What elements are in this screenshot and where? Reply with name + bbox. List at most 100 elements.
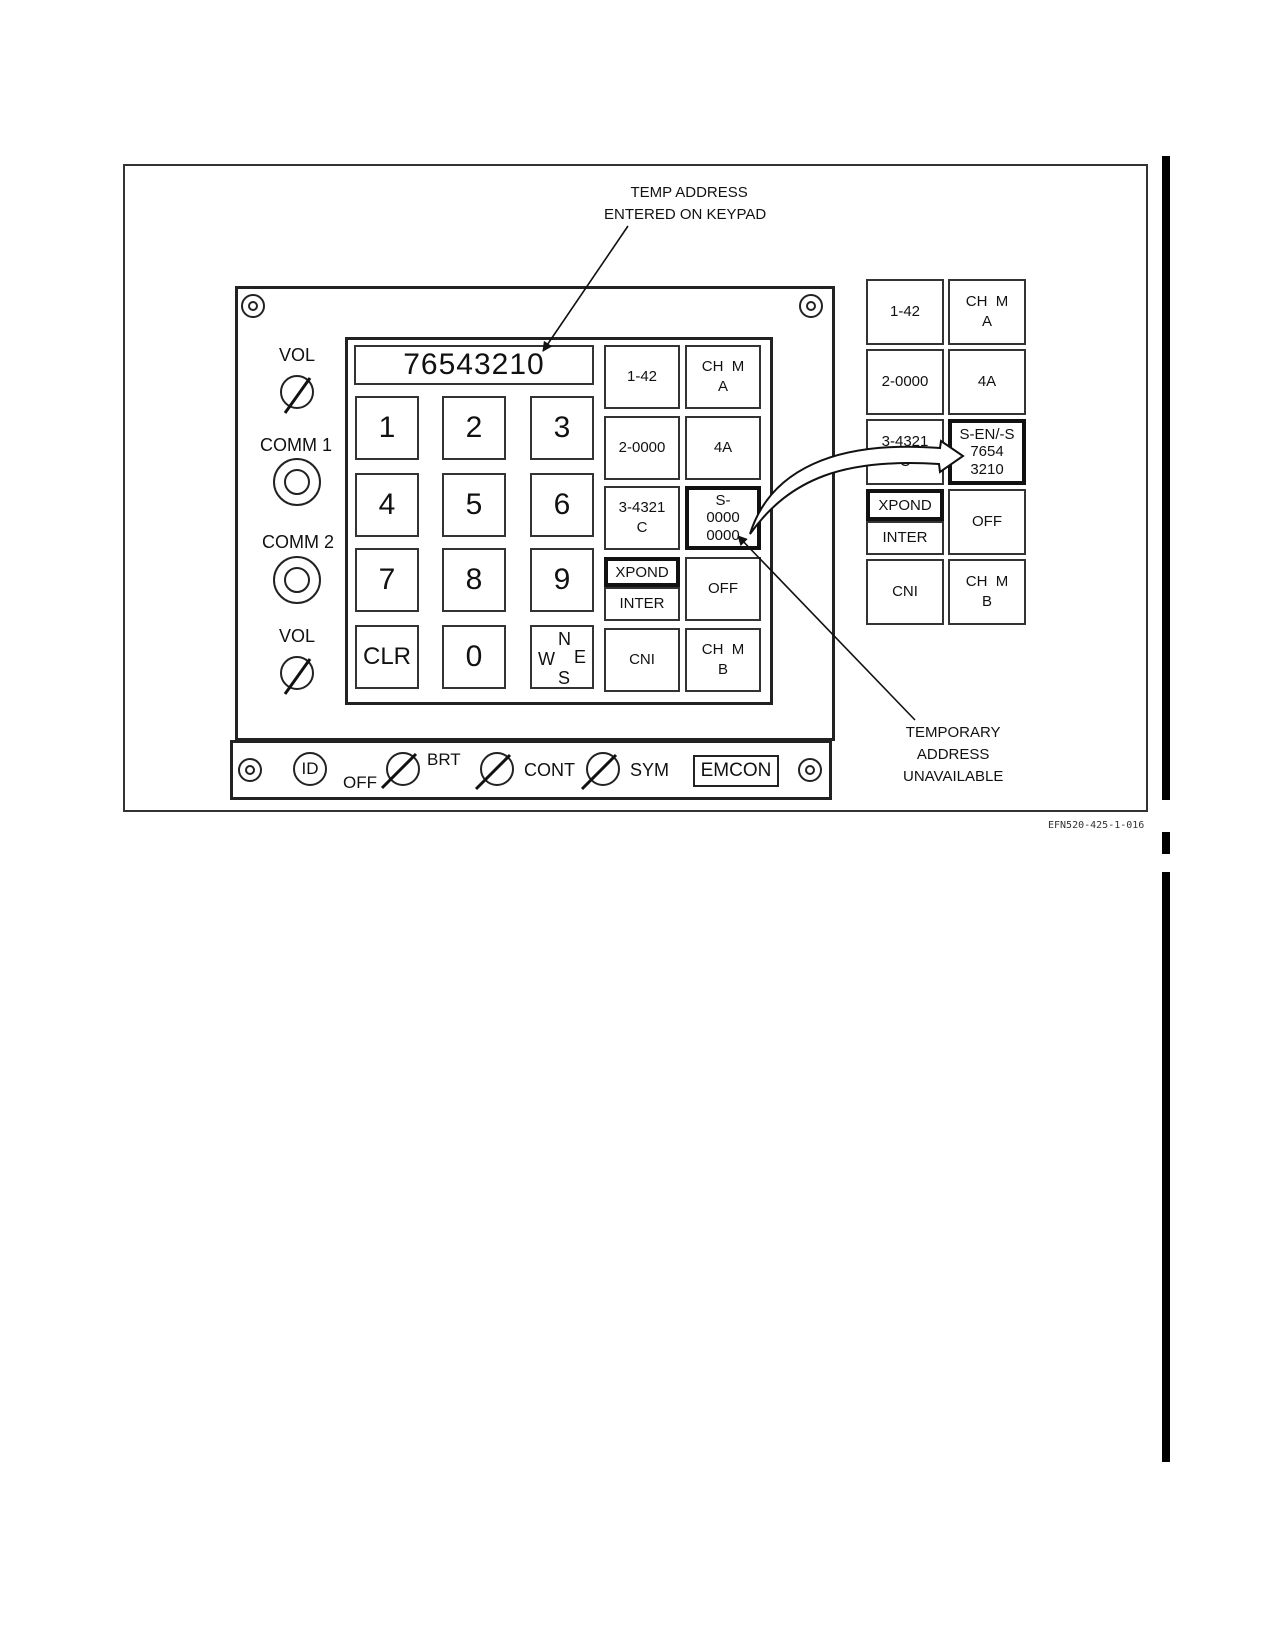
emcon-button[interactable]: EMCON — [693, 755, 779, 787]
cell-chm-a-line1: CH M — [701, 357, 745, 375]
address-display: 76543210 — [354, 345, 594, 385]
brt-label: BRT — [427, 750, 461, 769]
zoom-cell-chm-b-line2: B — [981, 593, 992, 610]
cell-3-4321-line1: 3-4321 — [618, 498, 666, 516]
callout-unavailable-line3: UNAVAILABLE — [903, 767, 1004, 785]
cell-chm-b-line2: B — [717, 661, 728, 678]
comm1-knob[interactable] — [273, 458, 321, 506]
zoom-cell-4a: 4A — [948, 349, 1026, 415]
callout-temp-unavailable: TEMPORARY ADDRESS UNAVAILABLE — [903, 722, 1003, 787]
cell-1-42[interactable]: 1-42 — [604, 345, 680, 409]
strip-screw-left — [238, 758, 262, 782]
callout-unavailable-line1: TEMPORARY — [905, 724, 1001, 741]
zoom-cell-inter: INTER — [866, 521, 944, 555]
zoom-cell-temp-address: S-EN/-S 7654 3210 — [948, 419, 1026, 485]
zoom-cell-1-42-label: 1-42 — [889, 302, 921, 320]
comm2-label: COMM 2 — [262, 532, 334, 552]
leader-temp-unavailable — [737, 535, 916, 721]
zoom-cell-off-label: OFF — [972, 512, 1002, 530]
leader-temp-address — [542, 225, 629, 352]
zoom-cell-4a-label: 4A — [977, 372, 997, 390]
zoom-cell-chm-a: CH M A — [948, 279, 1026, 345]
zoom-cell-cni-label: CNI — [892, 582, 918, 600]
zoom-cell-chm-a-line1: CH M — [965, 292, 1009, 310]
comm2-knob[interactable] — [273, 556, 321, 604]
comm1-label: COMM 1 — [260, 435, 332, 455]
cell-3-4321-c[interactable]: 3-4321 C — [604, 486, 680, 550]
id-button[interactable]: ID — [293, 752, 327, 786]
zoom-cell-temp-address-line1: S-EN/-S — [959, 426, 1015, 444]
cell-inter[interactable]: INTER — [604, 587, 680, 621]
cell-1-42-label: 1-42 — [626, 367, 658, 385]
vol-top-label: VOL — [279, 345, 316, 365]
change-bar-2 — [1162, 832, 1170, 854]
zoom-cell-off: OFF — [948, 489, 1026, 555]
figure-frame — [123, 164, 1148, 812]
zoom-cell-temp-address-line3: 3210 — [970, 460, 1004, 478]
change-bar-1 — [1162, 156, 1170, 800]
key-0[interactable]: 0 — [442, 625, 506, 689]
compass-w: W — [538, 649, 555, 669]
cont-label: CONT — [524, 760, 575, 780]
key-2[interactable]: 2 — [442, 396, 506, 460]
key-1[interactable]: 1 — [355, 396, 419, 460]
cell-off-label: OFF — [708, 579, 738, 597]
callout-unavailable-line2: ADDRESS — [916, 745, 990, 763]
callout-temp-address-line2: ENTERED ON KEYPAD — [604, 205, 767, 223]
xpond-indicator: XPOND — [604, 557, 680, 587]
cont-pointer — [474, 753, 512, 791]
cell-chm-b[interactable]: CH M B — [685, 628, 761, 692]
key-9[interactable]: 9 — [530, 548, 594, 612]
cell-chm-b-line1: CH M — [701, 640, 745, 658]
zoom-xpond-indicator: XPOND — [866, 489, 944, 521]
cell-temp-address-line1: S- — [715, 492, 731, 510]
cell-temp-address-line2: 0000 — [706, 509, 740, 527]
key-3[interactable]: 3 — [530, 396, 594, 460]
cell-temp-address-line3: 0000 — [706, 526, 740, 544]
key-7[interactable]: 7 — [355, 548, 419, 612]
cell-3-4321-line2: C — [636, 519, 648, 536]
cell-cni-label: CNI — [629, 650, 655, 668]
cell-off[interactable]: OFF — [685, 557, 761, 621]
zoom-cell-chm-b-line1: CH M — [965, 572, 1009, 590]
zoom-cell-cni: CNI — [866, 559, 944, 625]
zoom-cell-inter-label: INTER — [882, 528, 928, 546]
cell-2-0000[interactable]: 2-0000 — [604, 416, 680, 480]
zoom-cell-chm-a-line2: A — [981, 313, 992, 330]
compass-s: S — [558, 668, 571, 688]
zoom-cell-1-42: 1-42 — [866, 279, 944, 345]
cell-4a[interactable]: 4A — [685, 416, 761, 480]
compass-n: N — [558, 629, 571, 649]
bottom-control-strip — [230, 740, 832, 800]
vol-top-pointer — [283, 377, 312, 414]
zoom-cell-temp-address-line2: 7654 — [970, 443, 1004, 461]
vol-bottom-pointer — [283, 658, 312, 695]
vol-bottom-label: VOL — [279, 626, 316, 646]
key-8[interactable]: 8 — [442, 548, 506, 612]
key-5[interactable]: 5 — [442, 473, 506, 537]
zoom-cell-chm-b: CH M B — [948, 559, 1026, 625]
callout-temp-address: TEMP ADDRESS ENTERED ON KEYPAD — [604, 182, 766, 226]
key-clr[interactable]: CLR — [355, 625, 419, 689]
panel-screw-top-left — [241, 294, 265, 318]
zoom-cell-3-4321-line1: 3-4321 — [881, 432, 929, 450]
key-compass[interactable]: N W E S — [530, 625, 594, 689]
cell-4a-label: 4A — [713, 438, 733, 456]
cell-temp-address[interactable]: S- 0000 0000 — [685, 486, 761, 550]
zoom-cell-2-0000-label: 2-0000 — [881, 372, 929, 390]
keypad-region — [345, 337, 773, 705]
callout-temp-address-line1: TEMP ADDRESS — [630, 184, 748, 201]
cell-chm-a[interactable]: CH M A — [685, 345, 761, 409]
zoom-cell-2-0000: 2-0000 — [866, 349, 944, 415]
panel-screw-top-right — [799, 294, 823, 318]
cell-inter-label: INTER — [619, 594, 665, 612]
sym-label: SYM — [630, 760, 670, 780]
sym-pointer — [580, 753, 618, 791]
cell-2-0000-label: 2-0000 — [618, 438, 666, 456]
cell-cni[interactable]: CNI — [604, 628, 680, 692]
off-label: OFF — [343, 773, 377, 792]
key-4[interactable]: 4 — [355, 473, 419, 537]
key-6[interactable]: 6 — [530, 473, 594, 537]
change-bar-3 — [1162, 872, 1170, 1462]
